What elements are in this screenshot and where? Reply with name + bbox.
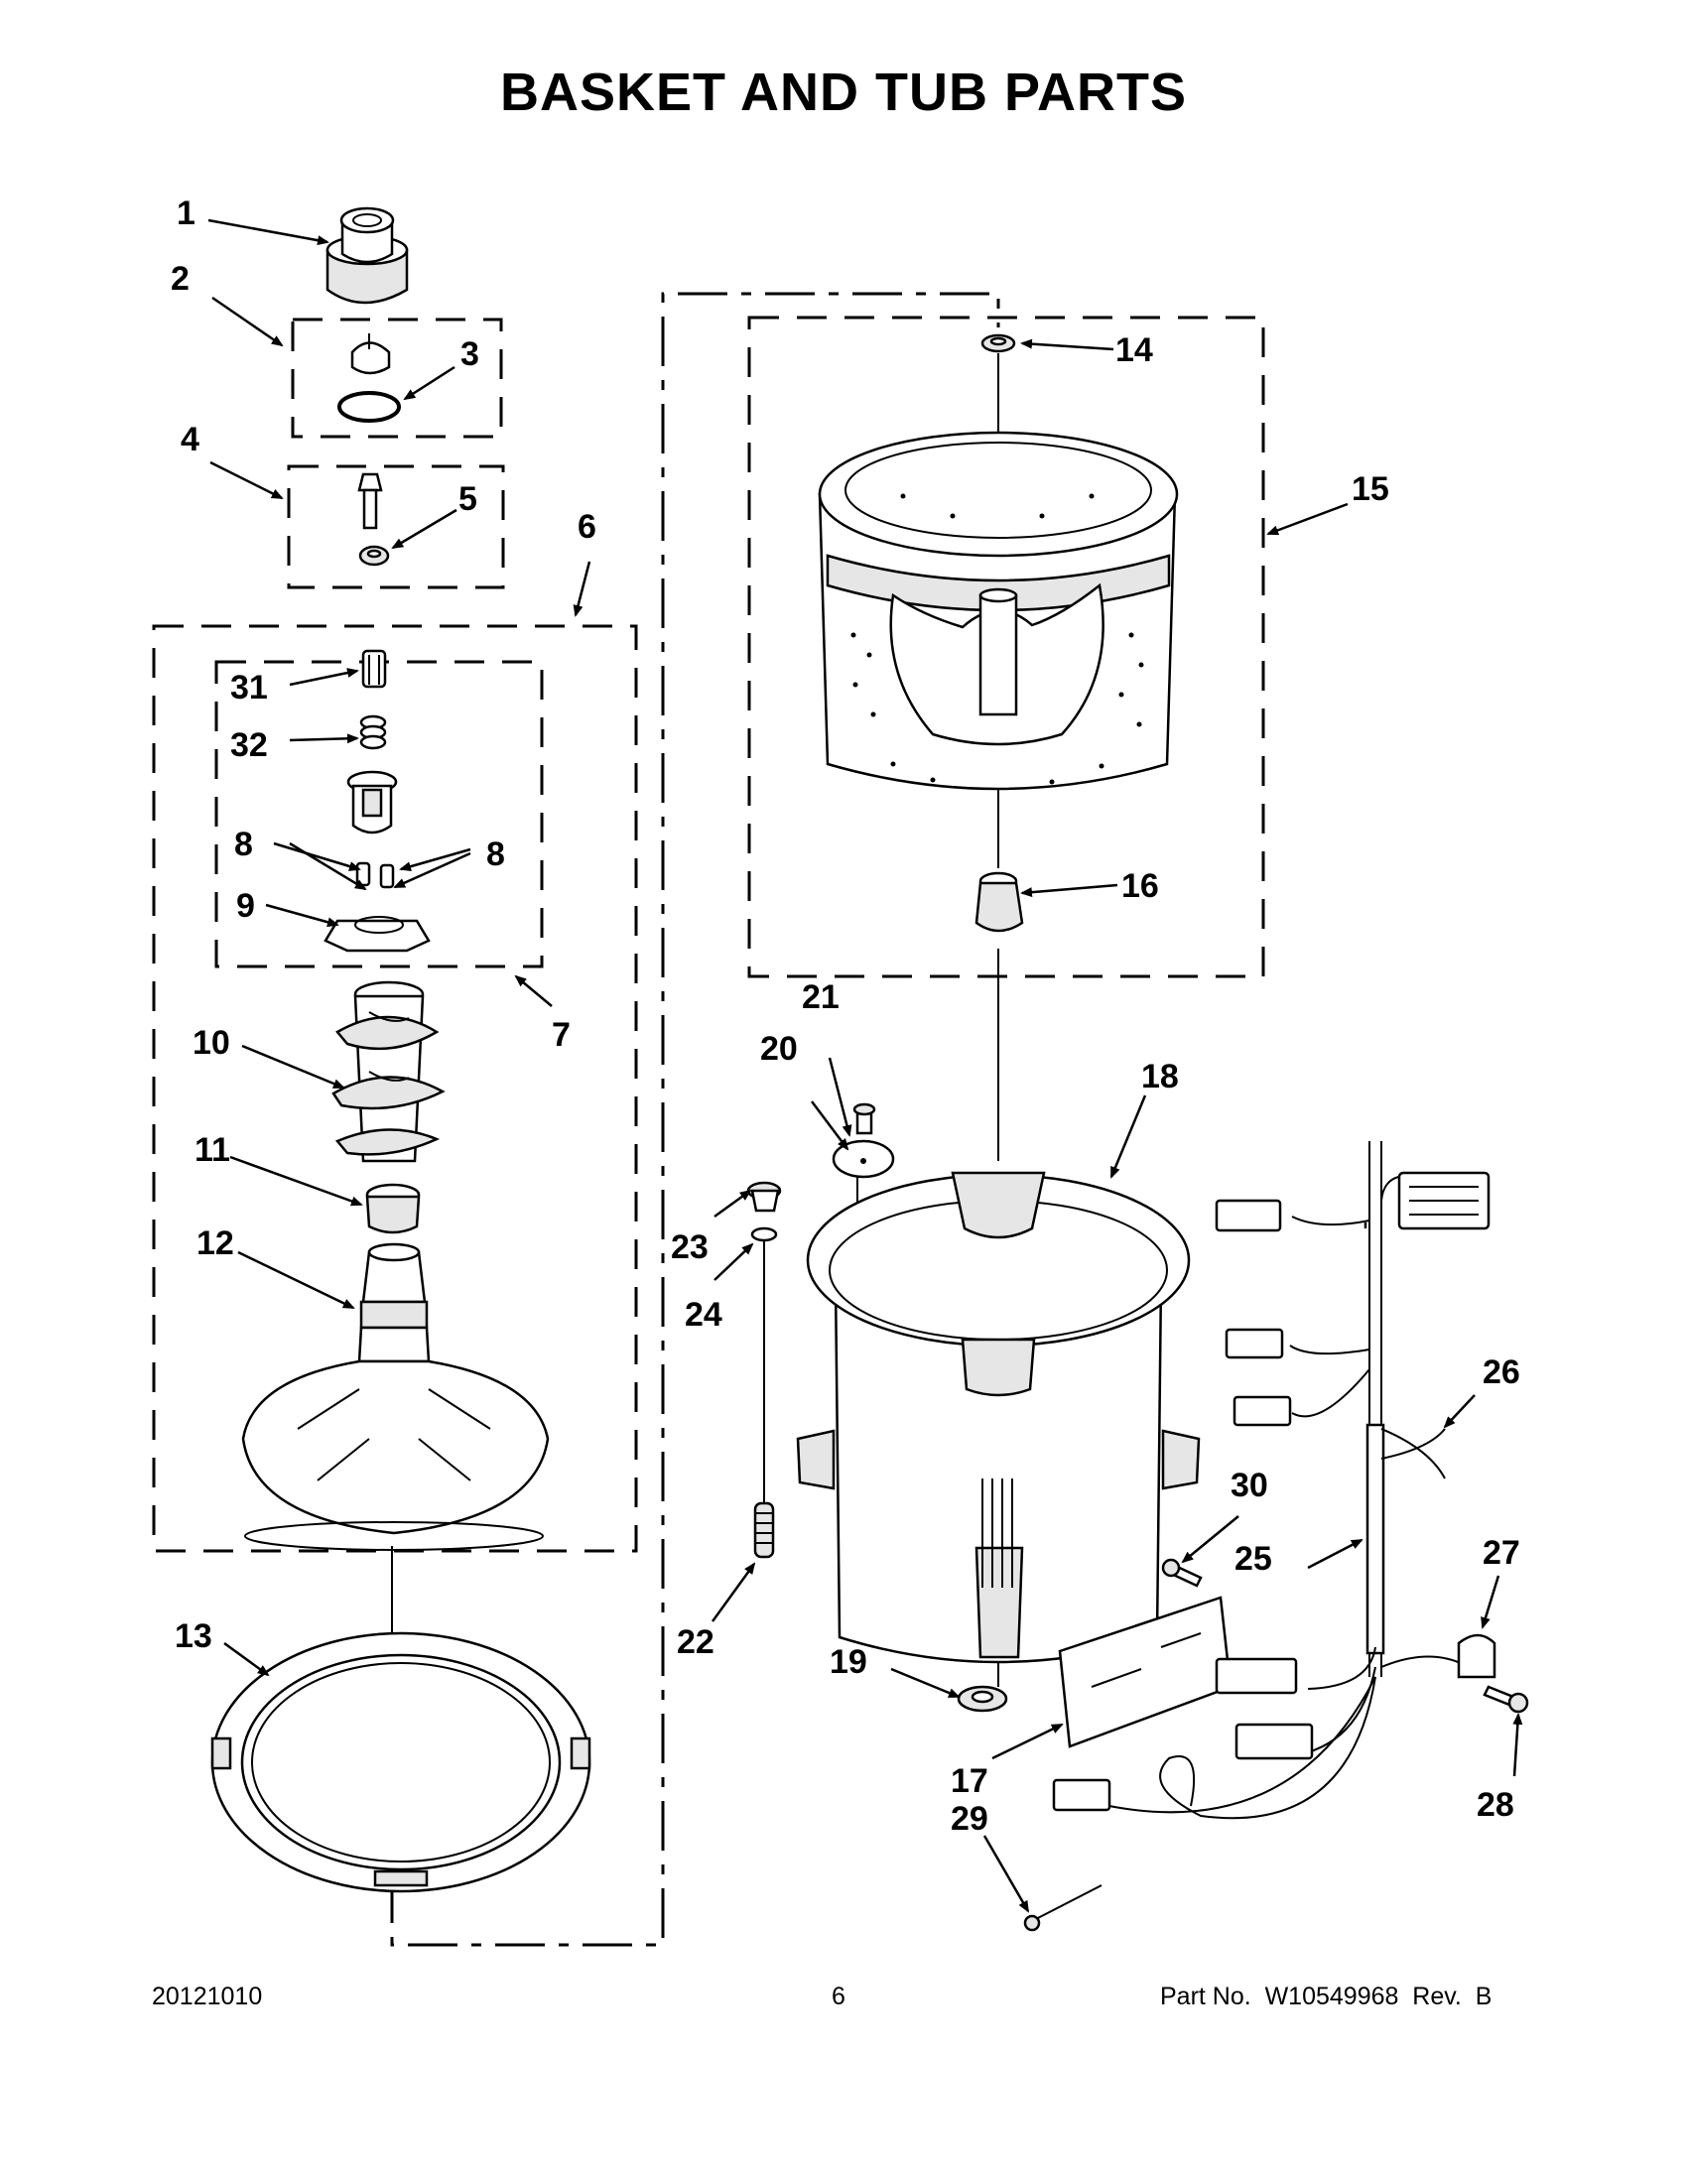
part-25-wire-harness xyxy=(1052,1141,1491,1820)
part-26-lead xyxy=(1380,1428,1446,1460)
part-30-screw xyxy=(1161,1558,1203,1588)
callout-32: 32 xyxy=(230,726,268,764)
callout-24: 24 xyxy=(685,1296,722,1334)
part-12-impeller xyxy=(241,1242,550,1551)
part-29-cable-tie xyxy=(1023,1884,1103,1932)
callout-9: 9 xyxy=(236,887,255,925)
callout-3: 3 xyxy=(460,335,479,373)
callout-19: 19 xyxy=(830,1643,867,1681)
callout-1: 1 xyxy=(177,194,195,232)
part-28-screw xyxy=(1483,1685,1529,1714)
part-3-ring xyxy=(337,391,401,423)
callout-20: 20 xyxy=(760,1030,798,1068)
part-21-screw xyxy=(852,1102,876,1135)
callout-18: 18 xyxy=(1141,1058,1179,1095)
callout-10: 10 xyxy=(193,1024,230,1062)
part-5-washer xyxy=(358,545,390,567)
callout-31: 31 xyxy=(230,669,268,707)
callout-25: 25 xyxy=(1234,1540,1272,1578)
callout-15: 15 xyxy=(1352,470,1389,508)
part-4-bolt xyxy=(357,472,383,530)
callout-4: 4 xyxy=(181,421,199,458)
group-box-15 xyxy=(747,316,1265,978)
callout-28: 28 xyxy=(1477,1786,1514,1824)
part-11-hub xyxy=(365,1183,421,1234)
assembly-connector-line xyxy=(390,292,1000,1947)
part-15-basket xyxy=(818,431,1179,791)
callout-2: 2 xyxy=(171,260,190,298)
callout-8-left: 8 xyxy=(234,826,253,863)
part-10-agitator-auger xyxy=(331,980,446,1163)
part-22-damper xyxy=(753,1501,775,1559)
part-18-outer-tub xyxy=(796,1171,1201,1664)
callout-16: 16 xyxy=(1121,867,1159,905)
callout-8-right: 8 xyxy=(486,835,505,873)
part-2-clip xyxy=(350,333,391,375)
part-9-ratchet xyxy=(324,916,431,953)
part-7-cam-body xyxy=(346,770,398,835)
part-8-pawls xyxy=(355,861,395,889)
part-1-cap xyxy=(325,206,409,305)
leader-lines xyxy=(207,218,1523,1913)
callout-13: 13 xyxy=(175,1617,212,1655)
callout-26: 26 xyxy=(1483,1353,1520,1391)
part-14-nut xyxy=(980,333,1016,353)
part-27-clamp xyxy=(1457,1633,1496,1679)
callout-23: 23 xyxy=(671,1228,709,1266)
callout-17: 17 xyxy=(951,1762,988,1800)
callout-6: 6 xyxy=(578,508,596,546)
callout-30: 30 xyxy=(1231,1467,1268,1504)
part-31-dogs xyxy=(361,649,387,689)
footer-date: 20121010 xyxy=(152,1983,263,2010)
callout-21: 21 xyxy=(802,978,840,1016)
part-13-tub-ring xyxy=(210,1631,591,1893)
group-box-6 xyxy=(152,624,638,1553)
footer-page-number: 6 xyxy=(832,1983,845,2010)
callout-5: 5 xyxy=(458,480,477,518)
part-32-spring xyxy=(359,714,387,750)
callout-11: 11 xyxy=(195,1131,230,1169)
group-box-4 xyxy=(287,464,505,589)
callout-27: 27 xyxy=(1483,1534,1520,1572)
page-title: BASKET AND TUB PARTS xyxy=(500,63,1187,122)
callout-22: 22 xyxy=(677,1623,714,1661)
callout-14: 14 xyxy=(1115,331,1153,369)
part-24-grommet xyxy=(750,1226,778,1262)
group-box-2 xyxy=(291,318,503,439)
callout-7: 7 xyxy=(552,1016,571,1054)
footer-part-number: Part No. W10549968 Rev. B xyxy=(1160,1983,1492,2010)
part-20-cover xyxy=(832,1139,895,1179)
callout-29: 29 xyxy=(951,1800,988,1838)
part-23-cap xyxy=(746,1181,782,1213)
part-19-seal xyxy=(957,1685,1008,1713)
callout-12: 12 xyxy=(196,1224,234,1262)
part-16-bushing xyxy=(974,871,1024,933)
